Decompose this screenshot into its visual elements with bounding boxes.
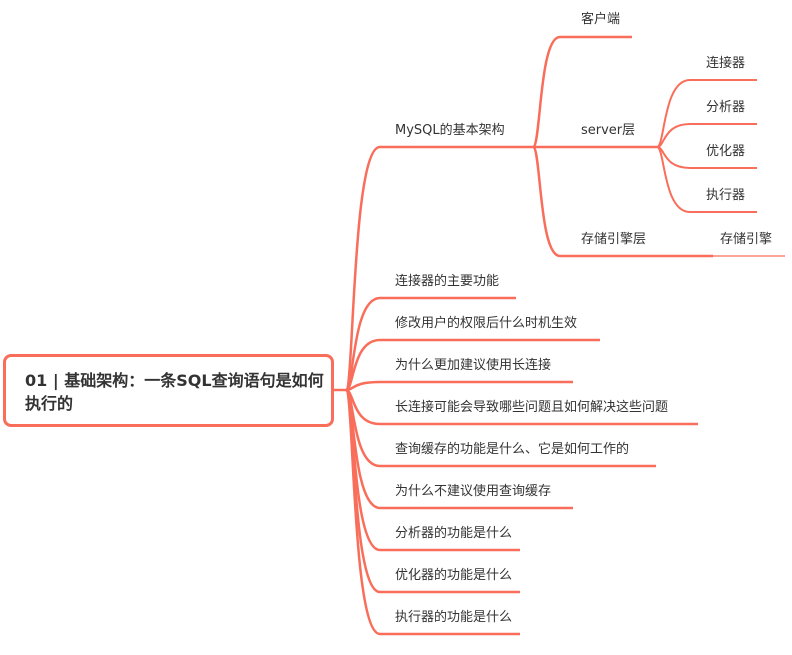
node-connector-function[interactable]: 连接器的主要功能: [395, 274, 500, 289]
node-long-connection-issues[interactable]: 长连接可能会导致哪些问题且如何解决这些问题: [395, 400, 669, 415]
branch-line-9: [344, 388, 520, 636]
node-optimizer-function[interactable]: 优化器的功能是什么: [395, 568, 513, 583]
root-title: 01 | 基础架构：一条SQL查询语句是如何执行的: [25, 371, 324, 413]
sub-branch-line-2: [531, 145, 713, 258]
node-storage-engine[interactable]: 存储引擎: [720, 232, 773, 247]
root-node[interactable]: 01 | 基础架构：一条SQL查询语句是如何执行的: [3, 354, 334, 427]
branch-line-0: [344, 145, 533, 392]
sub-branch-line-0: [531, 35, 632, 149]
node-mysql-architecture[interactable]: MySQL的基本架构: [395, 123, 505, 138]
node-client[interactable]: 客户端: [581, 12, 621, 27]
node-permission-change[interactable]: 修改用户的权限后什么时机生效: [395, 316, 578, 331]
node-storage-layer[interactable]: 存储引擎层: [581, 232, 647, 247]
node-analyzer-function[interactable]: 分析器的功能是什么: [395, 526, 513, 541]
node-query-cache[interactable]: 查询缓存的功能是什么、它是如何工作的: [395, 442, 630, 457]
node-no-query-cache[interactable]: 为什么不建议使用查询缓存: [395, 484, 552, 499]
server-child-line-0: [656, 79, 757, 148]
node-analyzer[interactable]: 分析器: [706, 100, 746, 115]
node-executor[interactable]: 执行器: [706, 188, 746, 203]
node-long-connection[interactable]: 为什么更加建议使用长连接: [395, 358, 552, 373]
node-connector[interactable]: 连接器: [706, 56, 746, 71]
branch-line-2: [345, 338, 600, 392]
node-executor-function[interactable]: 执行器的功能是什么: [395, 610, 513, 625]
branch-line-3: [345, 380, 573, 392]
node-server-layer[interactable]: server层: [581, 123, 636, 138]
server-child-line-1: [656, 123, 757, 148]
node-optimizer[interactable]: 优化器: [706, 144, 746, 159]
branch-line-1: [344, 296, 516, 392]
server-child-line-3: [656, 146, 757, 213]
